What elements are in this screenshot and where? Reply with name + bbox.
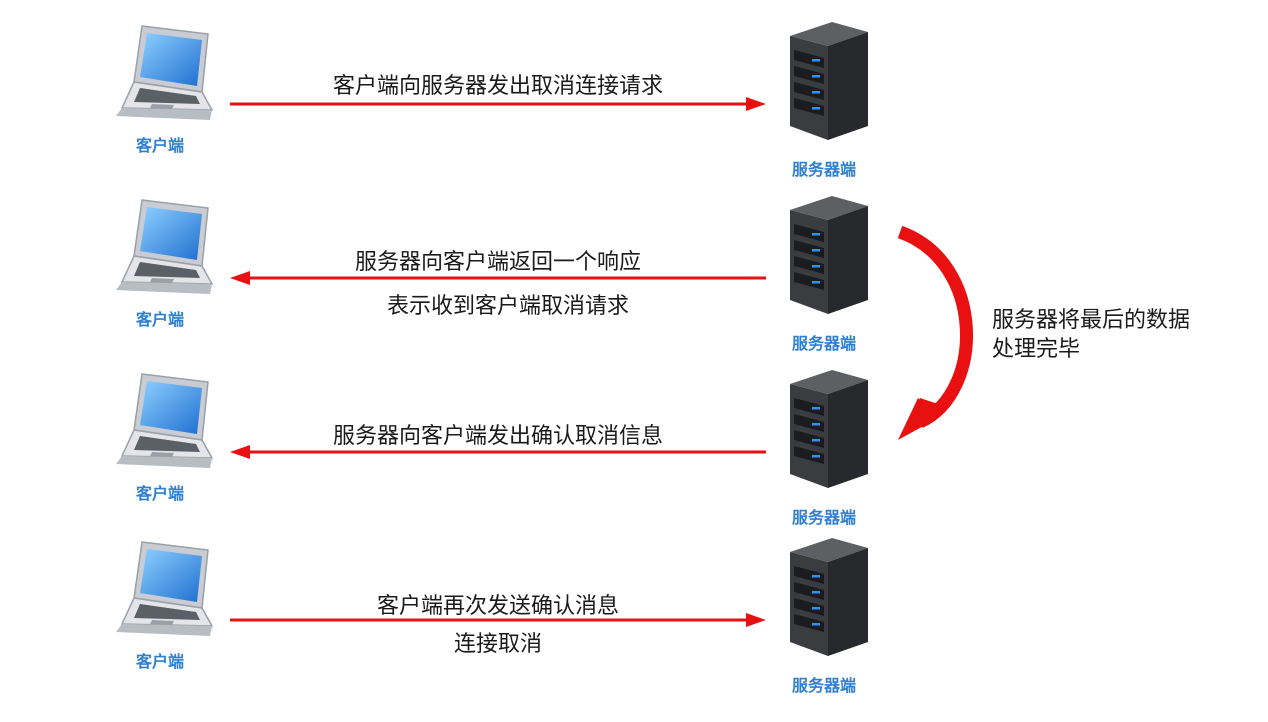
step-4-text: 客户端再次发送确认消息 — [376, 594, 619, 619]
arrow-right — [230, 97, 766, 111]
server-icon — [782, 534, 874, 656]
laptop-icon — [104, 540, 218, 650]
server-label: 服务器端 — [791, 160, 856, 179]
laptop-icon — [104, 372, 218, 482]
note-line-2: 处理完毕 — [992, 337, 1081, 362]
client-label: 客户端 — [135, 310, 184, 329]
arrow-right — [230, 613, 766, 627]
client-label: 客户端 — [135, 484, 184, 503]
server-label: 服务器端 — [791, 334, 856, 353]
server-label: 服务器端 — [791, 508, 856, 527]
step-2-subtext: 表示收到客户端取消请求 — [386, 294, 629, 319]
step-2-row: 客户端 服务器向客户端返回一个响应 表示收到客户端取消请求 服务器端 — [0, 174, 1268, 353]
step-1-row: 客户端 客户端向服务器发出取消连接请求 服务器端 — [0, 0, 1268, 179]
server-processing-note: 服务器将最后的数据 处理完毕 — [992, 306, 1252, 364]
client-label: 客户端 — [135, 136, 184, 155]
step-4-row: 客户端 客户端再次发送确认消息 连接取消 服务器端 — [0, 516, 1268, 695]
laptop-icon — [104, 198, 218, 308]
server-icon — [782, 192, 874, 314]
server-icon — [782, 366, 874, 488]
arrow-left — [230, 445, 766, 459]
step-4-subtext: 连接取消 — [453, 632, 542, 657]
step-1-text: 客户端向服务器发出取消连接请求 — [332, 74, 663, 99]
server-icon — [782, 18, 874, 140]
client-label: 客户端 — [135, 652, 184, 671]
note-line-1: 服务器将最后的数据 — [992, 308, 1191, 333]
laptop-icon — [104, 24, 218, 134]
step-3-row: 客户端 服务器向客户端发出确认取消信息 服务器端 — [0, 348, 1268, 527]
server-label: 服务器端 — [791, 676, 856, 695]
step-2-text: 服务器向客户端返回一个响应 — [354, 250, 641, 275]
curved-arrow — [897, 225, 973, 440]
step-3-text: 服务器向客户端发出确认取消信息 — [332, 424, 663, 449]
arrow-left — [230, 271, 766, 285]
